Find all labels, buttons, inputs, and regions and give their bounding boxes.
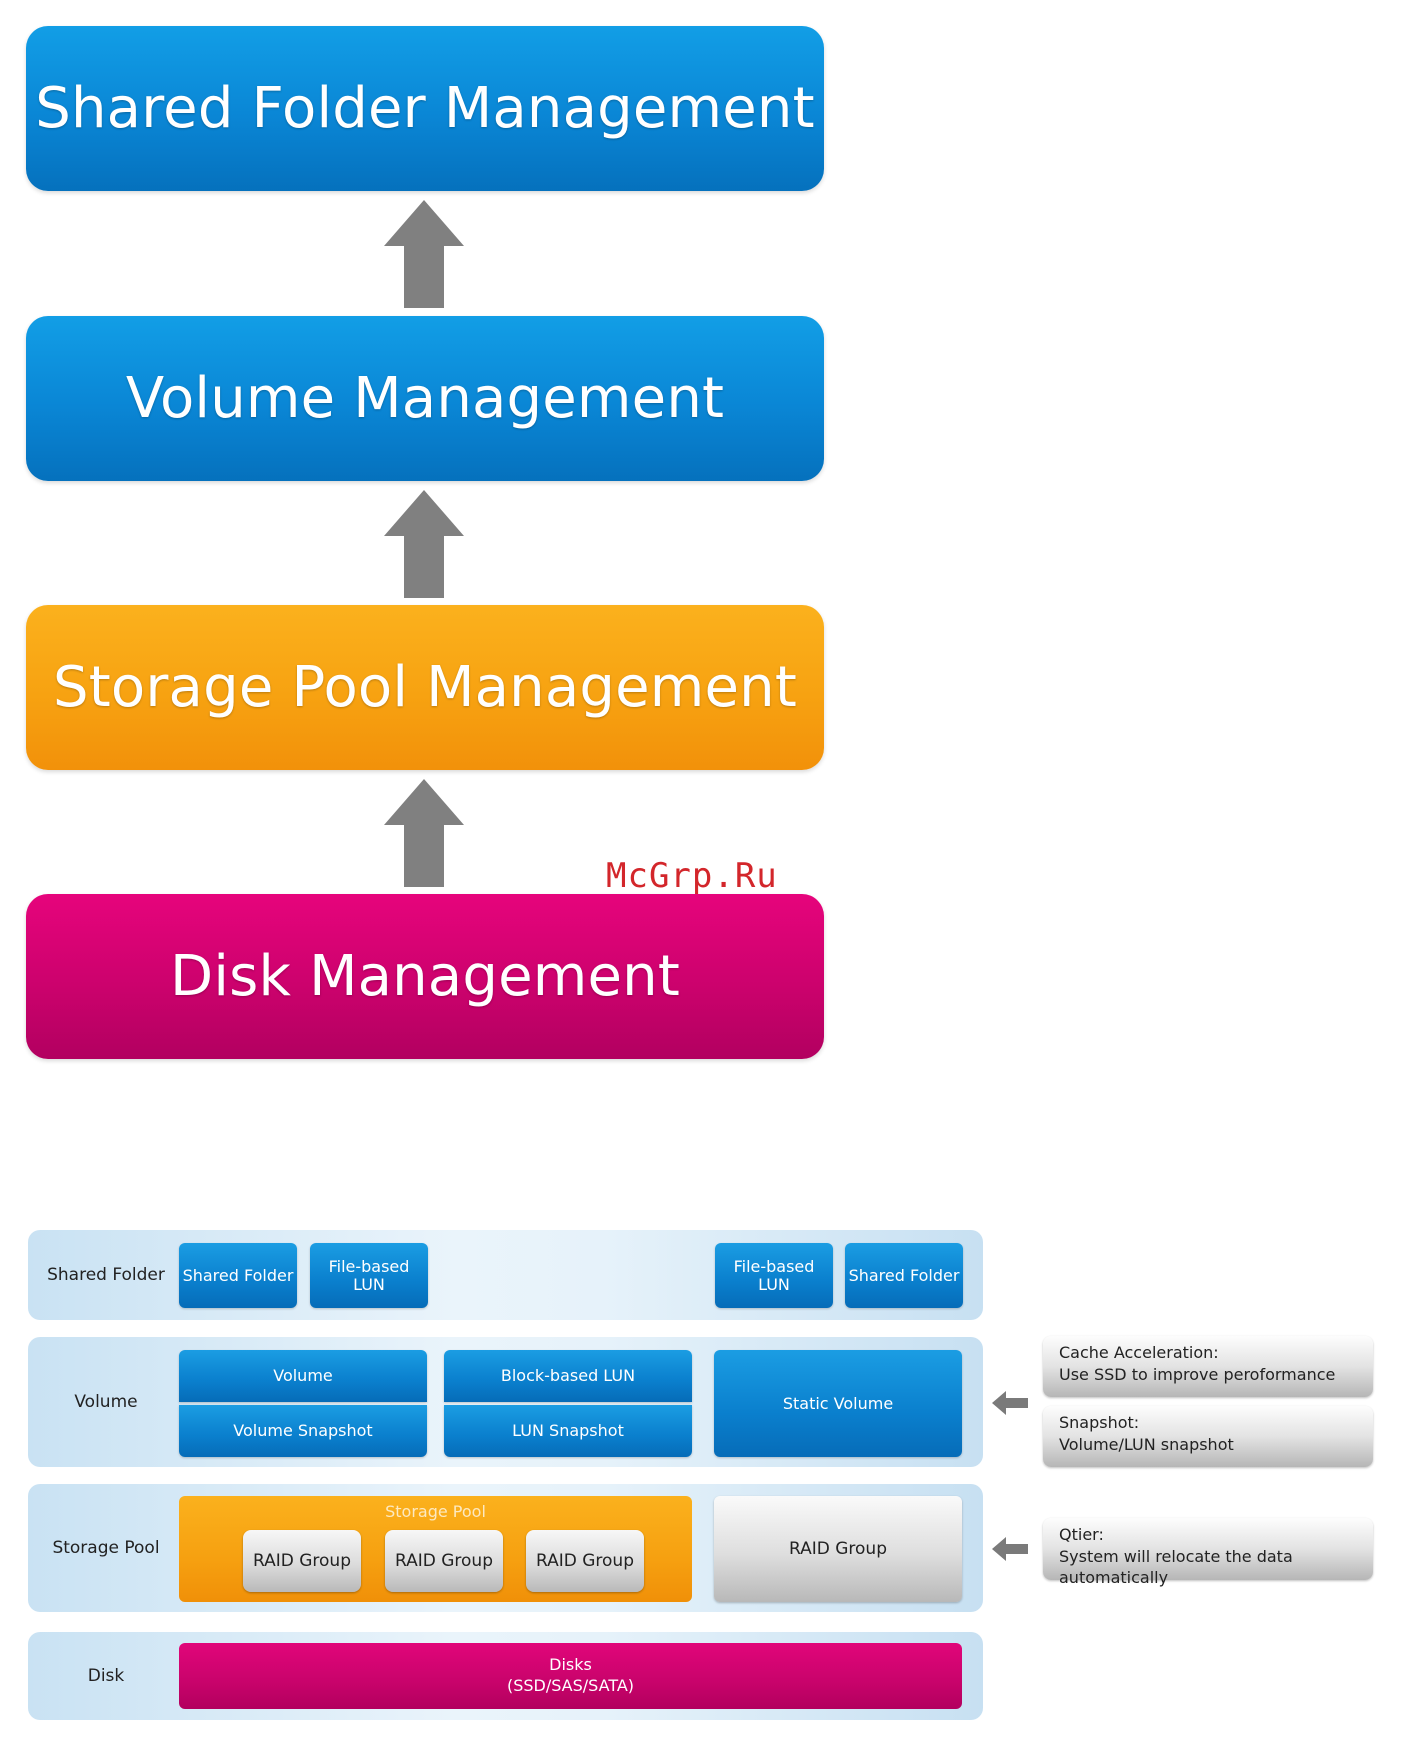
raid-group-1: RAID Group xyxy=(243,1530,361,1592)
left-arrow-icon xyxy=(992,1391,1028,1415)
layer-label: Shared Folder Management xyxy=(35,76,815,141)
up-arrow-icon xyxy=(384,200,464,308)
box-lun-snapshot: LUN Snapshot xyxy=(444,1405,692,1457)
note-cache-acceleration: Cache Acceleration: Use SSD to improve p… xyxy=(1043,1336,1373,1397)
note-title: Snapshot: xyxy=(1059,1413,1140,1432)
note-text: Use SSD to improve peroformance xyxy=(1059,1364,1336,1384)
box-disks: Disks (SSD/SAS/SATA) xyxy=(179,1643,962,1709)
layer-label: Volume Management xyxy=(125,366,725,431)
note-qtier: Qtier: System will relocate the data aut… xyxy=(1043,1518,1373,1587)
layer-label: Storage Pool Management xyxy=(52,655,798,720)
left-arrow-icon xyxy=(992,1537,1028,1561)
layer-label: Disk Management xyxy=(170,944,680,1009)
note-title: Cache Acceleration: xyxy=(1059,1343,1219,1362)
box-block-based-lun: Block-based LUN xyxy=(444,1350,692,1402)
note-title: Qtier: xyxy=(1059,1525,1104,1544)
raid-group-3: RAID Group xyxy=(526,1530,644,1592)
row-label-shared-folder: Shared Folder xyxy=(47,1265,165,1285)
row-label-disk: Disk xyxy=(87,1666,125,1686)
note-snapshot: Snapshot: Volume/LUN snapshot xyxy=(1043,1406,1373,1467)
note-text: Volume/LUN snapshot xyxy=(1059,1434,1234,1454)
layer-disk-management: Disk Management xyxy=(26,894,824,1059)
box-file-based-lun-left: File-based LUN xyxy=(310,1243,428,1308)
storage-pool-title: Storage Pool xyxy=(385,1502,486,1521)
box-shared-folder-left: Shared Folder xyxy=(179,1243,297,1308)
disks-label: Disks xyxy=(549,1655,592,1675)
raid-group-2: RAID Group xyxy=(385,1530,503,1592)
disks-types: (SSD/SAS/SATA) xyxy=(506,1676,635,1695)
box-volume: Volume xyxy=(179,1350,427,1402)
row-label-storage-pool: Storage Pool xyxy=(52,1538,160,1558)
box-file-based-lun-right: File-based LUN xyxy=(715,1243,833,1308)
row-label-volume: Volume xyxy=(74,1392,138,1412)
up-arrow-icon xyxy=(384,779,464,887)
layer-storage-pool-management: Storage Pool Management xyxy=(26,605,824,770)
layer-shared-folder-management: Shared Folder Management xyxy=(26,26,824,191)
note-text: System will relocate the data automatica… xyxy=(1059,1546,1293,1588)
box-volume-snapshot: Volume Snapshot xyxy=(179,1405,427,1457)
raid-group-static: RAID Group xyxy=(714,1496,962,1602)
box-static-volume: Static Volume xyxy=(714,1350,962,1457)
box-shared-folder-right: Shared Folder xyxy=(845,1243,963,1308)
layer-volume-management: Volume Management xyxy=(26,316,824,481)
watermark-text: McGrp.Ru xyxy=(606,856,778,896)
up-arrow-icon xyxy=(384,490,464,598)
